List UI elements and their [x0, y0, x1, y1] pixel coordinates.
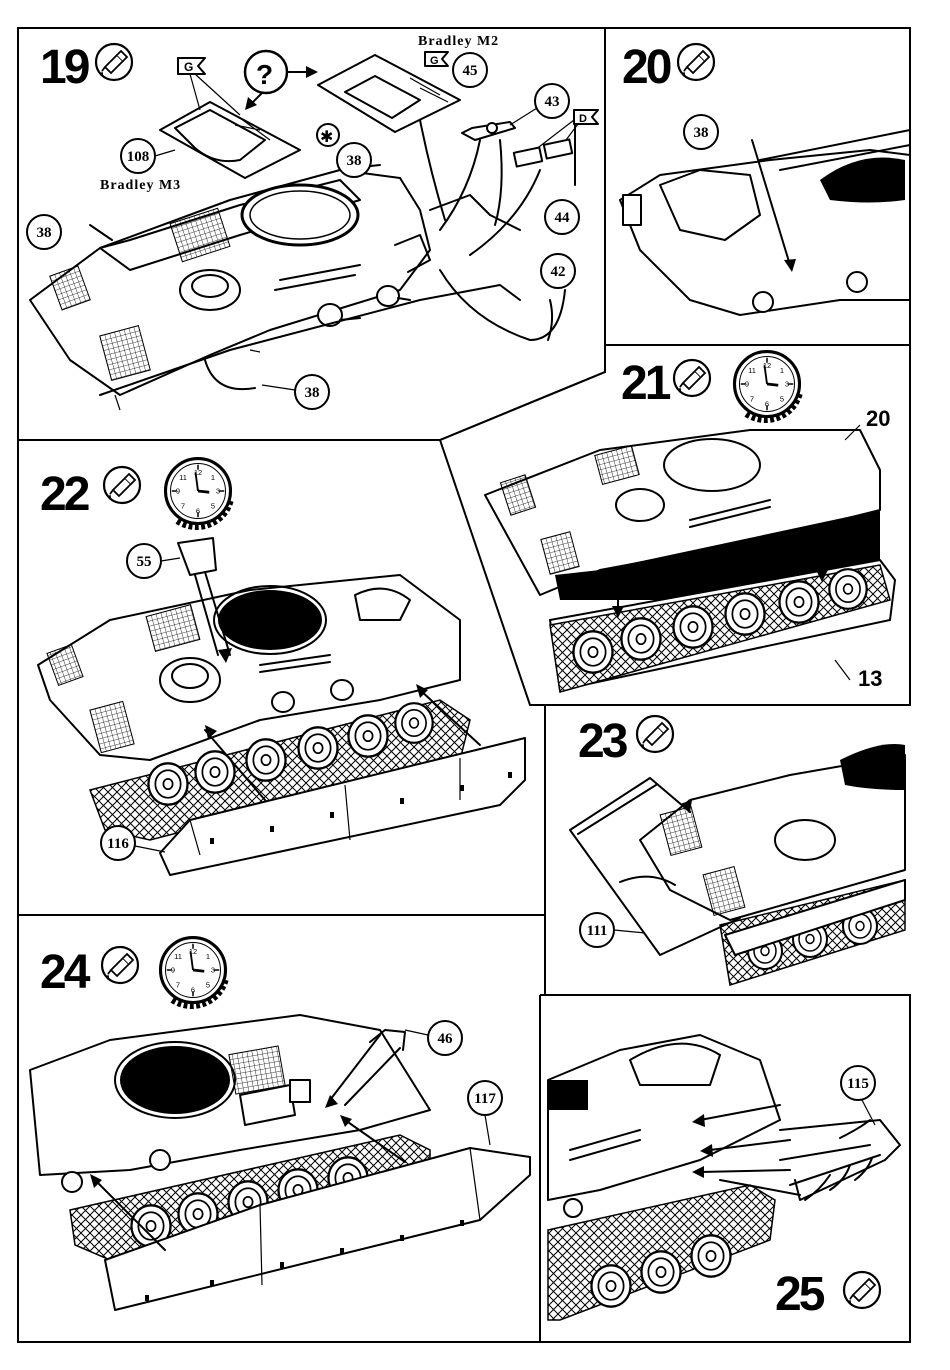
step-20: 20 38: [620, 41, 910, 315]
step-21-number: 21: [621, 357, 671, 410]
svg-text:116: 116: [107, 836, 129, 852]
glue-tube-icon: [96, 44, 132, 80]
svg-text:42: 42: [551, 264, 566, 280]
svg-text:108: 108: [127, 149, 150, 165]
svg-text:✱: ✱: [320, 127, 333, 146]
svg-text:45: 45: [463, 63, 478, 79]
question-bubble: ?: [245, 51, 318, 110]
drying-clock-icon: [166, 459, 231, 527]
part-callout-38: 38: [684, 115, 718, 149]
part-label-20: 20: [866, 406, 890, 431]
svg-text:43: 43: [545, 94, 560, 110]
part-callout-55: 55: [127, 544, 180, 578]
part-callout-46: 46: [405, 1021, 462, 1055]
svg-text:38: 38: [305, 385, 320, 401]
part-callout-38-b: 38: [337, 143, 371, 177]
svg-text:38: 38: [37, 225, 52, 241]
svg-text:111: 111: [587, 923, 608, 939]
step-20-number: 20: [622, 41, 671, 94]
part-callout-117: 117: [468, 1081, 502, 1145]
part-label-13: 13: [858, 666, 882, 691]
glue-tube-icon: [104, 467, 140, 503]
variant-label-m3: Bradley M3: [100, 178, 181, 193]
svg-text:D: D: [579, 113, 587, 125]
glue-tube-icon: [102, 947, 138, 983]
svg-text:?: ?: [256, 59, 273, 90]
step-19-number: 19: [40, 41, 89, 94]
part-callout-42: 42: [541, 254, 575, 288]
step-24: 24 46: [30, 938, 530, 1311]
step-25: 25 115: [548, 1035, 900, 1321]
step-19: 19: [27, 34, 598, 410]
part-callout-111: 111: [580, 913, 645, 947]
part-callout-45: 45: [453, 53, 487, 87]
drying-clock-icon: [161, 938, 226, 1006]
svg-text:117: 117: [474, 1091, 496, 1107]
decal-g-flag-2: G: [425, 52, 448, 67]
svg-text:38: 38: [694, 125, 709, 141]
svg-text:G: G: [184, 60, 193, 74]
svg-text:55: 55: [137, 554, 152, 570]
step-24-number: 24: [40, 946, 91, 999]
part-callout-108: 108: [121, 139, 175, 173]
asterisk-mark: ✱: [317, 124, 339, 146]
part-callout-38-c: 38: [262, 375, 329, 409]
glue-tube-icon: [674, 360, 710, 396]
part-callout-43: 43: [510, 84, 569, 125]
svg-text:46: 46: [438, 1031, 454, 1047]
variant-label-m2: Bradley M2: [418, 34, 499, 49]
step-23-number: 23: [578, 715, 627, 768]
glue-tube-icon: [678, 44, 714, 80]
step-19-hull: [30, 170, 520, 410]
svg-text:38: 38: [347, 153, 362, 169]
drying-clock-icon: [735, 352, 800, 420]
part-callout-115: 115: [841, 1066, 875, 1125]
svg-text:G: G: [430, 55, 439, 67]
step-22-number: 22: [40, 468, 89, 521]
svg-text:115: 115: [847, 1076, 869, 1092]
svg-text:44: 44: [555, 210, 571, 226]
glue-tube-icon: [637, 716, 673, 752]
step-25-number: 25: [775, 1268, 825, 1321]
step-19-lid-m3: [160, 102, 300, 178]
step-23: 23 111: [570, 715, 905, 985]
part-callout-44: 44: [545, 200, 579, 234]
step-22: 22: [38, 459, 525, 876]
step-21: 21 20 13: [485, 352, 895, 693]
part-callout-38-a: 38: [27, 215, 61, 249]
glue-tube-icon: [844, 1272, 880, 1308]
